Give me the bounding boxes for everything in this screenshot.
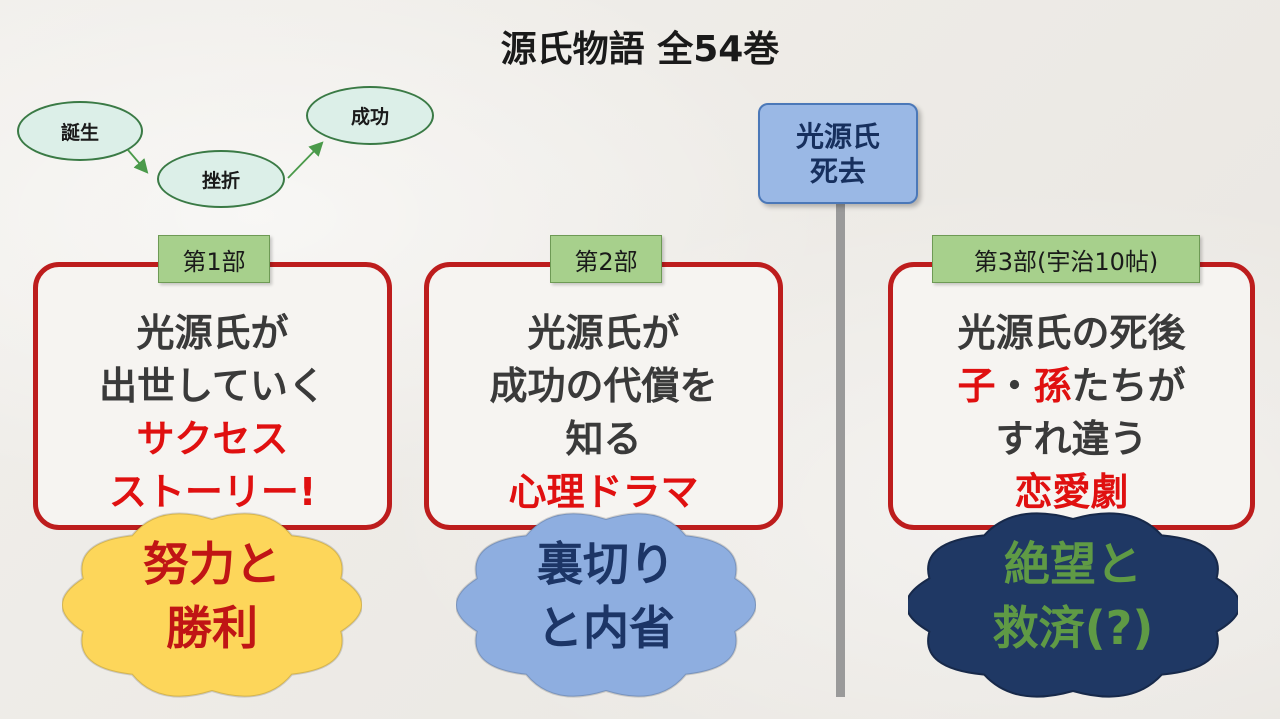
part2-line4: 心理ドラマ bbox=[508, 470, 699, 514]
arrow-birth-to-setback bbox=[127, 149, 149, 174]
death-line2: 死去 bbox=[809, 154, 866, 188]
page-title: 源氏物語 全54巻 bbox=[500, 29, 780, 70]
part1-theme-line1: 努力と bbox=[143, 537, 281, 591]
part2-label: 第2部 bbox=[550, 235, 662, 283]
part3-line3: すれ違う bbox=[995, 417, 1148, 461]
timeline-divider bbox=[836, 200, 845, 697]
arrow-setback-to-success bbox=[287, 141, 324, 179]
part2-theme-cloud: 裏切り と内省 bbox=[455, 505, 757, 705]
part3-line1: 光源氏の死後 bbox=[957, 311, 1186, 355]
part2-box: 光源氏が 成功の代償を 知る 心理ドラマ bbox=[424, 262, 783, 530]
part2-line2: 成功の代償を bbox=[489, 364, 718, 408]
part3-line2-dot: ・ bbox=[995, 364, 1034, 408]
part3-theme-line2: 救済(?) bbox=[992, 601, 1154, 655]
success-label: 成功 bbox=[350, 106, 389, 128]
part1-box: 光源氏が 出世していく サクセス ストーリー! bbox=[33, 262, 392, 530]
part2-theme-line2: と内省 bbox=[537, 601, 675, 655]
death-line1: 光源氏 bbox=[795, 119, 880, 153]
part2-line1: 光源氏が bbox=[527, 311, 680, 355]
setback-node: 挫折 bbox=[157, 150, 285, 208]
part1-label: 第1部 bbox=[158, 235, 270, 283]
birth-node: 誕生 bbox=[17, 101, 143, 161]
setback-label: 挫折 bbox=[201, 169, 240, 192]
part2-cloud-shape bbox=[455, 512, 757, 698]
part1-theme-line2: 勝利 bbox=[166, 601, 258, 655]
part3-line2-child: 子 bbox=[957, 364, 996, 408]
part3-line4: 恋愛劇 bbox=[1014, 470, 1129, 514]
part1-theme-cloud: 努力と 勝利 bbox=[61, 505, 363, 705]
part1-line3: サクセス bbox=[136, 417, 289, 461]
part3-theme-line1: 絶望と bbox=[1004, 537, 1142, 591]
part3-cloud-shape bbox=[905, 512, 1241, 698]
part1-line4: ストーリー! bbox=[108, 470, 317, 514]
part1-line1: 光源氏が bbox=[136, 311, 289, 355]
success-node: 成功 bbox=[306, 86, 434, 145]
birth-label: 誕生 bbox=[60, 121, 99, 144]
part1-cloud-shape bbox=[61, 512, 363, 698]
death-marker: 光源氏 死去 bbox=[758, 103, 918, 204]
part3-theme-cloud: 絶望と 救済(?) bbox=[905, 505, 1241, 705]
part1-line2: 出世していく bbox=[99, 364, 326, 408]
part3-line2-rest: たちが bbox=[1071, 364, 1186, 408]
part3-line2: 子・孫たちが bbox=[893, 360, 1250, 413]
part2-line3: 知る bbox=[565, 417, 642, 461]
part3-box: 光源氏の死後 子・孫たちが すれ違う 恋愛劇 bbox=[888, 262, 1255, 530]
part3-line2-grandchild: 孫 bbox=[1033, 364, 1072, 408]
part2-theme-line1: 裏切り bbox=[537, 537, 675, 591]
part3-label: 第3部(宇治10帖) bbox=[932, 235, 1200, 283]
